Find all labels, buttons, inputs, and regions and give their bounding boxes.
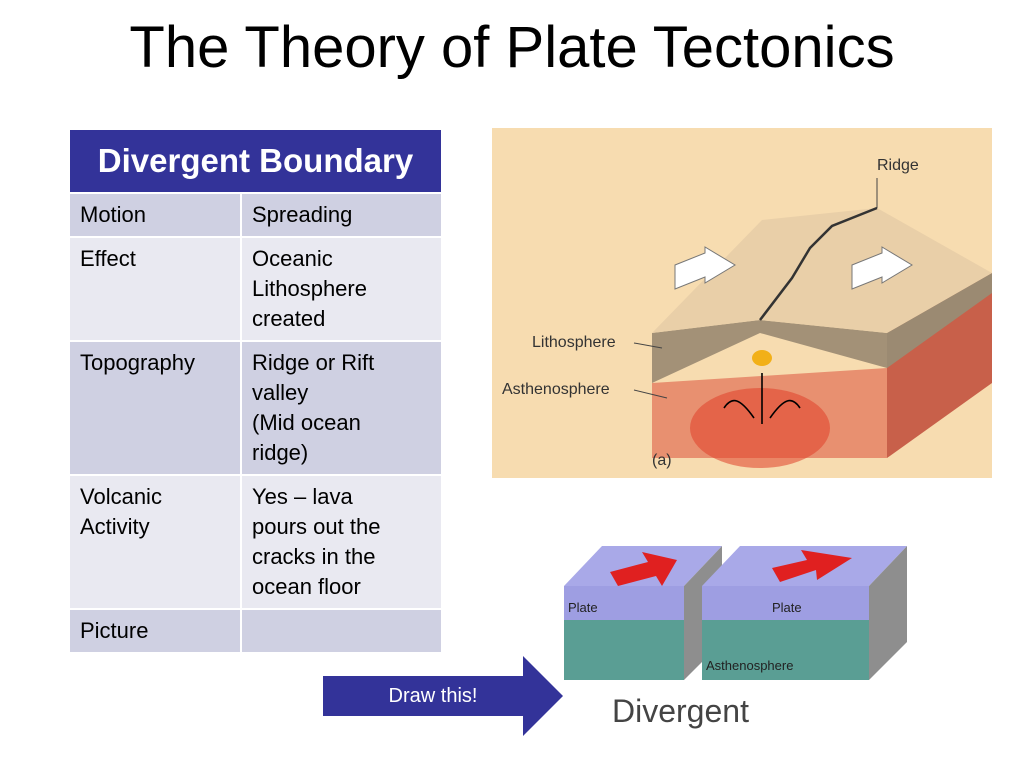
table-row: Motion Spreading	[68, 192, 443, 238]
divergent-plates-diagram: Plate Plate Asthenosphere Divergent	[564, 546, 907, 729]
row-value: Spreading	[240, 192, 443, 238]
left-plate-front	[564, 586, 684, 620]
table-header-row: Divergent Boundary	[68, 128, 443, 194]
row-value-line: pours out the	[252, 514, 381, 539]
row-value-line: (Mid ocean	[252, 410, 361, 435]
right-asthenosphere-front	[702, 620, 869, 680]
row-value-line: Lithosphere	[252, 276, 367, 301]
row-value: Yes – lava pours out the cracks in the o…	[240, 474, 443, 610]
convection-arrow-right-icon	[769, 399, 801, 419]
row-value-line: ridge)	[252, 440, 309, 465]
row-value-line: Ridge or Rift	[252, 350, 375, 375]
spreading-arrow-right-icon	[851, 246, 913, 290]
row-value-line: created	[252, 306, 326, 331]
left-plate-label: Plate	[568, 600, 598, 615]
lithosphere-label: Lithosphere	[532, 334, 616, 351]
row-label: Volcanic Activity	[68, 474, 242, 610]
row-value-line: Spreading	[252, 202, 353, 227]
right-block-side	[869, 546, 907, 680]
right-plate-front	[702, 586, 869, 620]
lithosphere-leader-line	[633, 342, 663, 349]
table-row: Effect Oceanic Lithosphere created	[68, 236, 443, 342]
spreading-arrow-left-icon	[674, 246, 736, 290]
row-label: Picture	[68, 608, 242, 654]
left-asthenosphere-front	[564, 620, 684, 680]
block-side-lithosphere	[887, 273, 992, 368]
asthenosphere-label: Asthenosphere	[502, 381, 610, 398]
table-row: Topography Ridge or Rift valley (Mid oce…	[68, 340, 443, 476]
row-value-line: cracks in the	[252, 544, 376, 569]
row-value-line: ocean floor	[252, 574, 361, 599]
front-lithosphere	[652, 320, 887, 383]
callout-arrow-shape	[323, 656, 563, 736]
table-row: Picture	[68, 608, 443, 654]
slide-title: The Theory of Plate Tectonics	[129, 15, 895, 80]
row-value-line: valley	[252, 380, 309, 405]
row-value-line: Yes – lava	[252, 484, 353, 509]
magma-glow	[690, 388, 830, 468]
draw-this-arrow-icon	[323, 656, 563, 736]
table-header: Divergent Boundary	[68, 128, 443, 194]
convection-arrow-left-icon	[723, 399, 755, 419]
row-label: Effect	[68, 236, 242, 342]
left-motion-arrow-icon	[610, 552, 677, 586]
asthenosphere-leader-line	[633, 389, 668, 399]
panel-label: (a)	[652, 452, 672, 469]
divergent-caption: Divergent	[612, 693, 749, 729]
right-motion-arrow-icon	[772, 550, 852, 582]
table-row: Volcanic Activity Yes – lava pours out t…	[68, 474, 443, 610]
draw-this-label: Draw this!	[388, 685, 478, 707]
boundary-table: Divergent Boundary Motion Spreading Effe…	[68, 128, 443, 654]
magma-source	[752, 350, 772, 366]
ridge-block-diagram: Ridge Lithosphere Asthenosphere (a)	[492, 128, 992, 478]
row-value: Oceanic Lithosphere created	[240, 236, 443, 342]
asthenosphere-label: Asthenosphere	[706, 658, 793, 673]
block-top-surface	[652, 208, 992, 333]
ridge-crack	[759, 206, 878, 321]
row-label: Topography	[68, 340, 242, 476]
row-value: Ridge or Rift valley (Mid ocean ridge)	[240, 340, 443, 476]
row-value-line: Oceanic	[252, 246, 333, 271]
right-plate-label: Plate	[772, 600, 802, 615]
row-label: Motion	[68, 192, 242, 238]
row-value-empty	[240, 608, 443, 654]
ridge-label: Ridge	[877, 157, 919, 174]
